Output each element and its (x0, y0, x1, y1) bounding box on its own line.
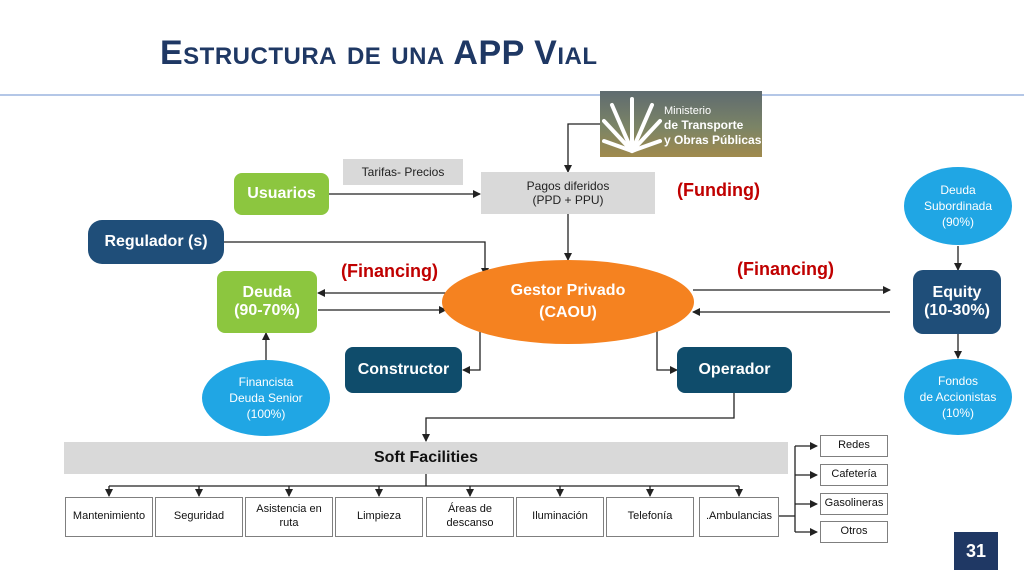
soft-facilities-label: Soft Facilities (373, 449, 479, 466)
funding-label: (Funding) (677, 180, 760, 200)
deuda-subordinada-circle: Deuda Subordinada (90%) (904, 167, 1012, 245)
side-facility-gasolineras: Gasolineras (820, 493, 888, 515)
deuda-label-2: (90-70%) (234, 302, 300, 319)
deuda-label-1: Deuda (242, 284, 292, 301)
financing-right-label: (Financing) (737, 259, 834, 279)
gestor-label-2: (CAOU) (539, 304, 597, 321)
financista-circle: Financista Deuda Senior (100%) (202, 360, 330, 436)
deuda-sub-label-3: (90%) (941, 215, 974, 230)
side-facility-label: Cafetería (831, 468, 877, 481)
logo-text: Ministerio de Transporte y Obras Pública… (664, 105, 761, 147)
tarifas-label: Tarifas- Precios (361, 165, 445, 179)
gestor-label-1: Gestor Privado (510, 281, 626, 299)
pagos-box: Pagos diferidos (PPD + PPU) (481, 172, 655, 214)
fondos-label-1: Fondos (937, 373, 979, 388)
fondos-circle: Fondos de Accionistas (10%) (904, 359, 1012, 435)
side-facility-label: Gasolineras (824, 497, 884, 510)
side-facility-label: Otros (840, 525, 868, 538)
facility-telefonia: Telefonía (606, 497, 694, 537)
sunburst-icon (602, 97, 662, 153)
side-facility-cafeteria: Cafetería (820, 464, 888, 486)
ministry-logo: Ministerio de Transporte y Obras Pública… (600, 91, 762, 157)
facility-label: Seguridad (173, 510, 225, 523)
operador-label: Operador (698, 361, 771, 378)
facility-label: Asistencia en ruta (256, 503, 322, 529)
usuarios-box: Usuarios (234, 173, 329, 215)
fondos-label-2: de Accionistas (919, 389, 997, 404)
line-regulador-to-gestor (224, 241, 489, 276)
constructor-label: Constructor (357, 361, 450, 378)
financista-label-2: Deuda Senior (229, 390, 303, 405)
line-gestor-to-constructor (462, 330, 481, 374)
equity-box: Equity (10-30%) (913, 270, 1001, 334)
deuda-sub-label-2: Subordinada (923, 198, 993, 213)
logo-line-3: y Obras Públicas (664, 132, 762, 147)
facility-label: .Ambulancias (705, 510, 773, 523)
line-gestor-to-operador (656, 330, 678, 374)
facility-label: Mantenimiento (72, 510, 146, 523)
usuarios-label: Usuarios (247, 185, 316, 202)
financing-left-label: (Financing) (341, 261, 438, 281)
facility-label: Áreas de descanso (446, 503, 494, 529)
pagos-label-1: Pagos diferidos (526, 179, 610, 193)
pagos-label-2: (PPD + PPU) (532, 193, 604, 207)
side-facility-otros: Otros (820, 521, 888, 543)
financista-label-3: (100%) (246, 407, 286, 422)
side-facility-redes: Redes (820, 435, 888, 457)
fondos-label-3: (10%) (941, 406, 974, 421)
soft-facilities-bar: Soft Facilities (64, 442, 788, 474)
page-title: Estructura de una APP Vial (160, 34, 598, 72)
facility-iluminacion: Iluminación (516, 497, 604, 537)
equity-label-1: Equity (932, 284, 982, 301)
tarifas-box: Tarifas- Precios (343, 159, 463, 185)
facility-label: Telefonía (627, 510, 673, 523)
facility-ambulancias: .Ambulancias (699, 497, 779, 537)
gestor-privado-ellipse: Gestor Privado (CAOU) (442, 260, 694, 344)
logo-line-2: de Transporte (664, 118, 744, 133)
constructor-box: Constructor (345, 347, 462, 393)
regulador-box: Regulador (s) (88, 220, 224, 264)
deuda-box: Deuda (90-70%) (217, 271, 317, 333)
title-rule (0, 94, 1024, 96)
equity-label-2: (10-30%) (924, 302, 990, 319)
logo-line-1: Ministerio (664, 105, 712, 117)
deuda-sub-label-1: Deuda (940, 182, 976, 197)
facility-label: Limpieza (356, 510, 402, 523)
regulador-label: Regulador (s) (104, 233, 208, 250)
line-logo-to-pagos (564, 123, 600, 173)
facility-seguridad: Seguridad (155, 497, 243, 537)
facility-asistencia: Asistencia en ruta (245, 497, 333, 537)
facility-limpieza: Limpieza (335, 497, 423, 537)
side-facility-label: Redes (838, 439, 870, 452)
facility-label: Iluminación (532, 510, 588, 523)
operador-box: Operador (677, 347, 792, 393)
facility-mantenimiento: Mantenimiento (65, 497, 153, 537)
line-operador-to-soft (422, 393, 735, 442)
page-number: 31 (954, 532, 998, 570)
financista-label-1: Financista (238, 374, 294, 389)
facility-areas-descanso: Áreas de descanso (426, 497, 514, 537)
